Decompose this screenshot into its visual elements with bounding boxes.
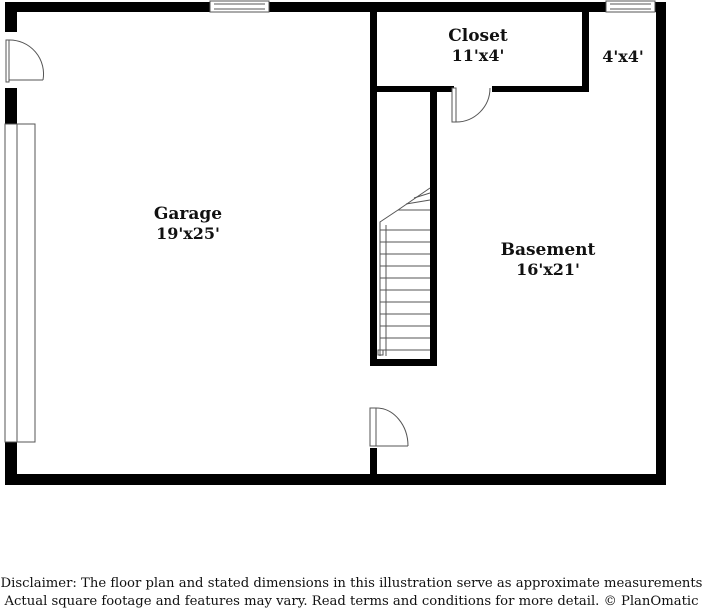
room-dimensions: 4'x4' bbox=[602, 47, 644, 66]
door-garage-basement bbox=[369, 407, 377, 447]
wall-garage-basement-upper bbox=[370, 2, 377, 366]
door-garage-side bbox=[5, 39, 10, 83]
interior-walls bbox=[370, 2, 589, 485]
wall-bottom bbox=[5, 474, 666, 485]
wall-right bbox=[656, 2, 666, 485]
outer-walls bbox=[5, 2, 666, 485]
room-label-closet: Closet 11'x4' bbox=[418, 28, 538, 64]
room-name: Closet bbox=[448, 26, 508, 46]
room-name: Basement bbox=[500, 240, 596, 260]
windows bbox=[209, 0, 656, 13]
room-dimensions: 19'x25' bbox=[156, 224, 220, 243]
window-basement bbox=[605, 0, 656, 13]
wall-closet-bottom-left bbox=[370, 86, 454, 92]
wall-closet-right bbox=[582, 2, 589, 92]
wall-closet-bottom-right bbox=[492, 86, 589, 92]
room-label-small: 4'x4' bbox=[591, 46, 655, 65]
disclaimer-line-1: Disclaimer: The floor plan and stated di… bbox=[0, 576, 703, 591]
room-dimensions: 11'x4' bbox=[451, 46, 505, 65]
window-garage bbox=[209, 0, 270, 13]
room-label-garage: Garage 19'x25' bbox=[118, 206, 258, 242]
wall-stair-right bbox=[430, 86, 437, 365]
disclaimer-line-2: Actual square footage and features may v… bbox=[4, 594, 699, 609]
doors bbox=[5, 32, 491, 447]
garage-door bbox=[4, 123, 36, 443]
door-closet bbox=[451, 87, 457, 123]
wall-left-upper bbox=[5, 2, 17, 32]
wall-garage-basement-lower bbox=[370, 448, 377, 485]
room-label-basement: Basement 16'x21' bbox=[478, 242, 618, 278]
wall-top bbox=[5, 2, 666, 12]
room-name: Garage bbox=[153, 204, 223, 224]
wall-left-mid bbox=[5, 88, 17, 124]
room-dimensions: 16'x21' bbox=[516, 260, 580, 279]
staircase bbox=[377, 187, 431, 356]
wall-stair-bottom bbox=[370, 359, 437, 366]
